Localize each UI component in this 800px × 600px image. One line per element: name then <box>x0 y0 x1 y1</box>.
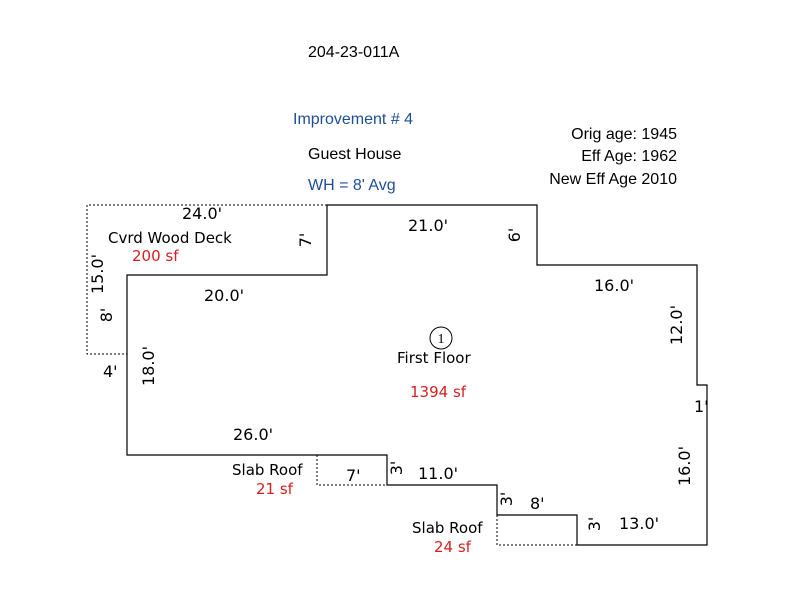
slab-roof-2-outline <box>496 515 577 546</box>
first-floor-area: 1394 sf <box>410 383 467 401</box>
slab-roof-1-area: 21 sf <box>256 480 294 498</box>
first-floor-marker-circle <box>429 326 453 350</box>
dim-deck-bottom: 4' <box>103 362 118 381</box>
dim-bottom-mid: 11.0' <box>418 464 458 483</box>
dim-right-top: 16.0' <box>594 276 634 295</box>
first-floor-label: First Floor <box>397 349 471 367</box>
dim-main-top: 21.0' <box>408 216 448 235</box>
deck-area: 200 sf <box>132 247 179 265</box>
new-eff-age: New Eff Age 2010 <box>549 171 677 188</box>
improvement-number: Improvement # 4 <box>293 111 413 128</box>
slab-roof-2-area: 24 sf <box>434 538 472 556</box>
dim-slab2-step: 3' <box>497 492 516 507</box>
dim-deck-lower-left: 8' <box>97 308 116 323</box>
dim-upper-step: 20.0' <box>204 286 244 305</box>
first-floor-marker: 1 <box>438 332 445 347</box>
slab-roof-2-label: Slab Roof <box>412 519 483 537</box>
dim-deck-left: 15.0' <box>88 254 107 294</box>
dim-slab1-step: 3' <box>387 461 406 476</box>
eff-age: Eff Age: 1962 <box>581 148 677 165</box>
dim-slab1-width: 7' <box>346 466 361 485</box>
parcel-id: 204-23-011A <box>308 44 400 61</box>
wall-height: WH = 8' Avg <box>308 177 396 194</box>
dim-deck-top: 24.0' <box>182 204 222 223</box>
first-floor-outline <box>126 204 708 546</box>
dim-bottom-right: 13.0' <box>619 514 659 533</box>
dim-right-lower: 16.0' <box>675 446 694 486</box>
dim-slab2-right-step: 3' <box>585 517 604 532</box>
slab-roof-1-label: Slab Roof <box>232 461 303 479</box>
building-type: Guest House <box>308 146 401 163</box>
dim-slab2-width: 8' <box>530 494 545 513</box>
dim-bottom-left: 26.0' <box>233 425 273 444</box>
slab-roof-1-outline <box>316 455 387 486</box>
dim-left-side: 18.0' <box>139 346 158 386</box>
deck-label: Cvrd Wood Deck <box>108 229 232 247</box>
dim-top-right-step: 6' <box>505 228 524 243</box>
orig-age: Orig age: 1945 <box>571 126 677 143</box>
deck-outline <box>86 204 327 355</box>
dim-right-side: 12.0' <box>667 305 686 345</box>
dim-deck-right: 7' <box>296 233 315 248</box>
dim-right-jog: 1' <box>694 397 709 416</box>
